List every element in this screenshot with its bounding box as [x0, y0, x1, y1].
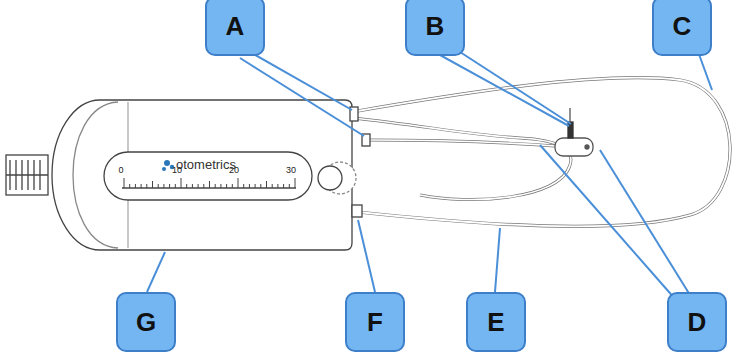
callout-box: C [652, 0, 712, 56]
callout-letter: D [688, 309, 707, 335]
callout-box: F [345, 292, 405, 352]
callout-letter: C [673, 13, 692, 39]
callout-letter: A [226, 13, 245, 39]
callout-letter: E [487, 309, 504, 335]
scale-number: 10 [172, 166, 182, 175]
callout-box: G [116, 292, 176, 352]
scale-number: 20 [229, 166, 239, 175]
callout-box: A [205, 0, 265, 56]
callout-box: E [466, 292, 526, 352]
callout-box: B [405, 0, 465, 56]
scale-number: 30 [286, 166, 296, 175]
brand-logo: otometrics [176, 158, 236, 171]
callout-letter: F [367, 309, 383, 335]
scale-number: 0 [118, 166, 123, 175]
callout-box: D [667, 292, 727, 352]
callout-letter: B [426, 13, 445, 39]
callout-letter: G [136, 309, 156, 335]
